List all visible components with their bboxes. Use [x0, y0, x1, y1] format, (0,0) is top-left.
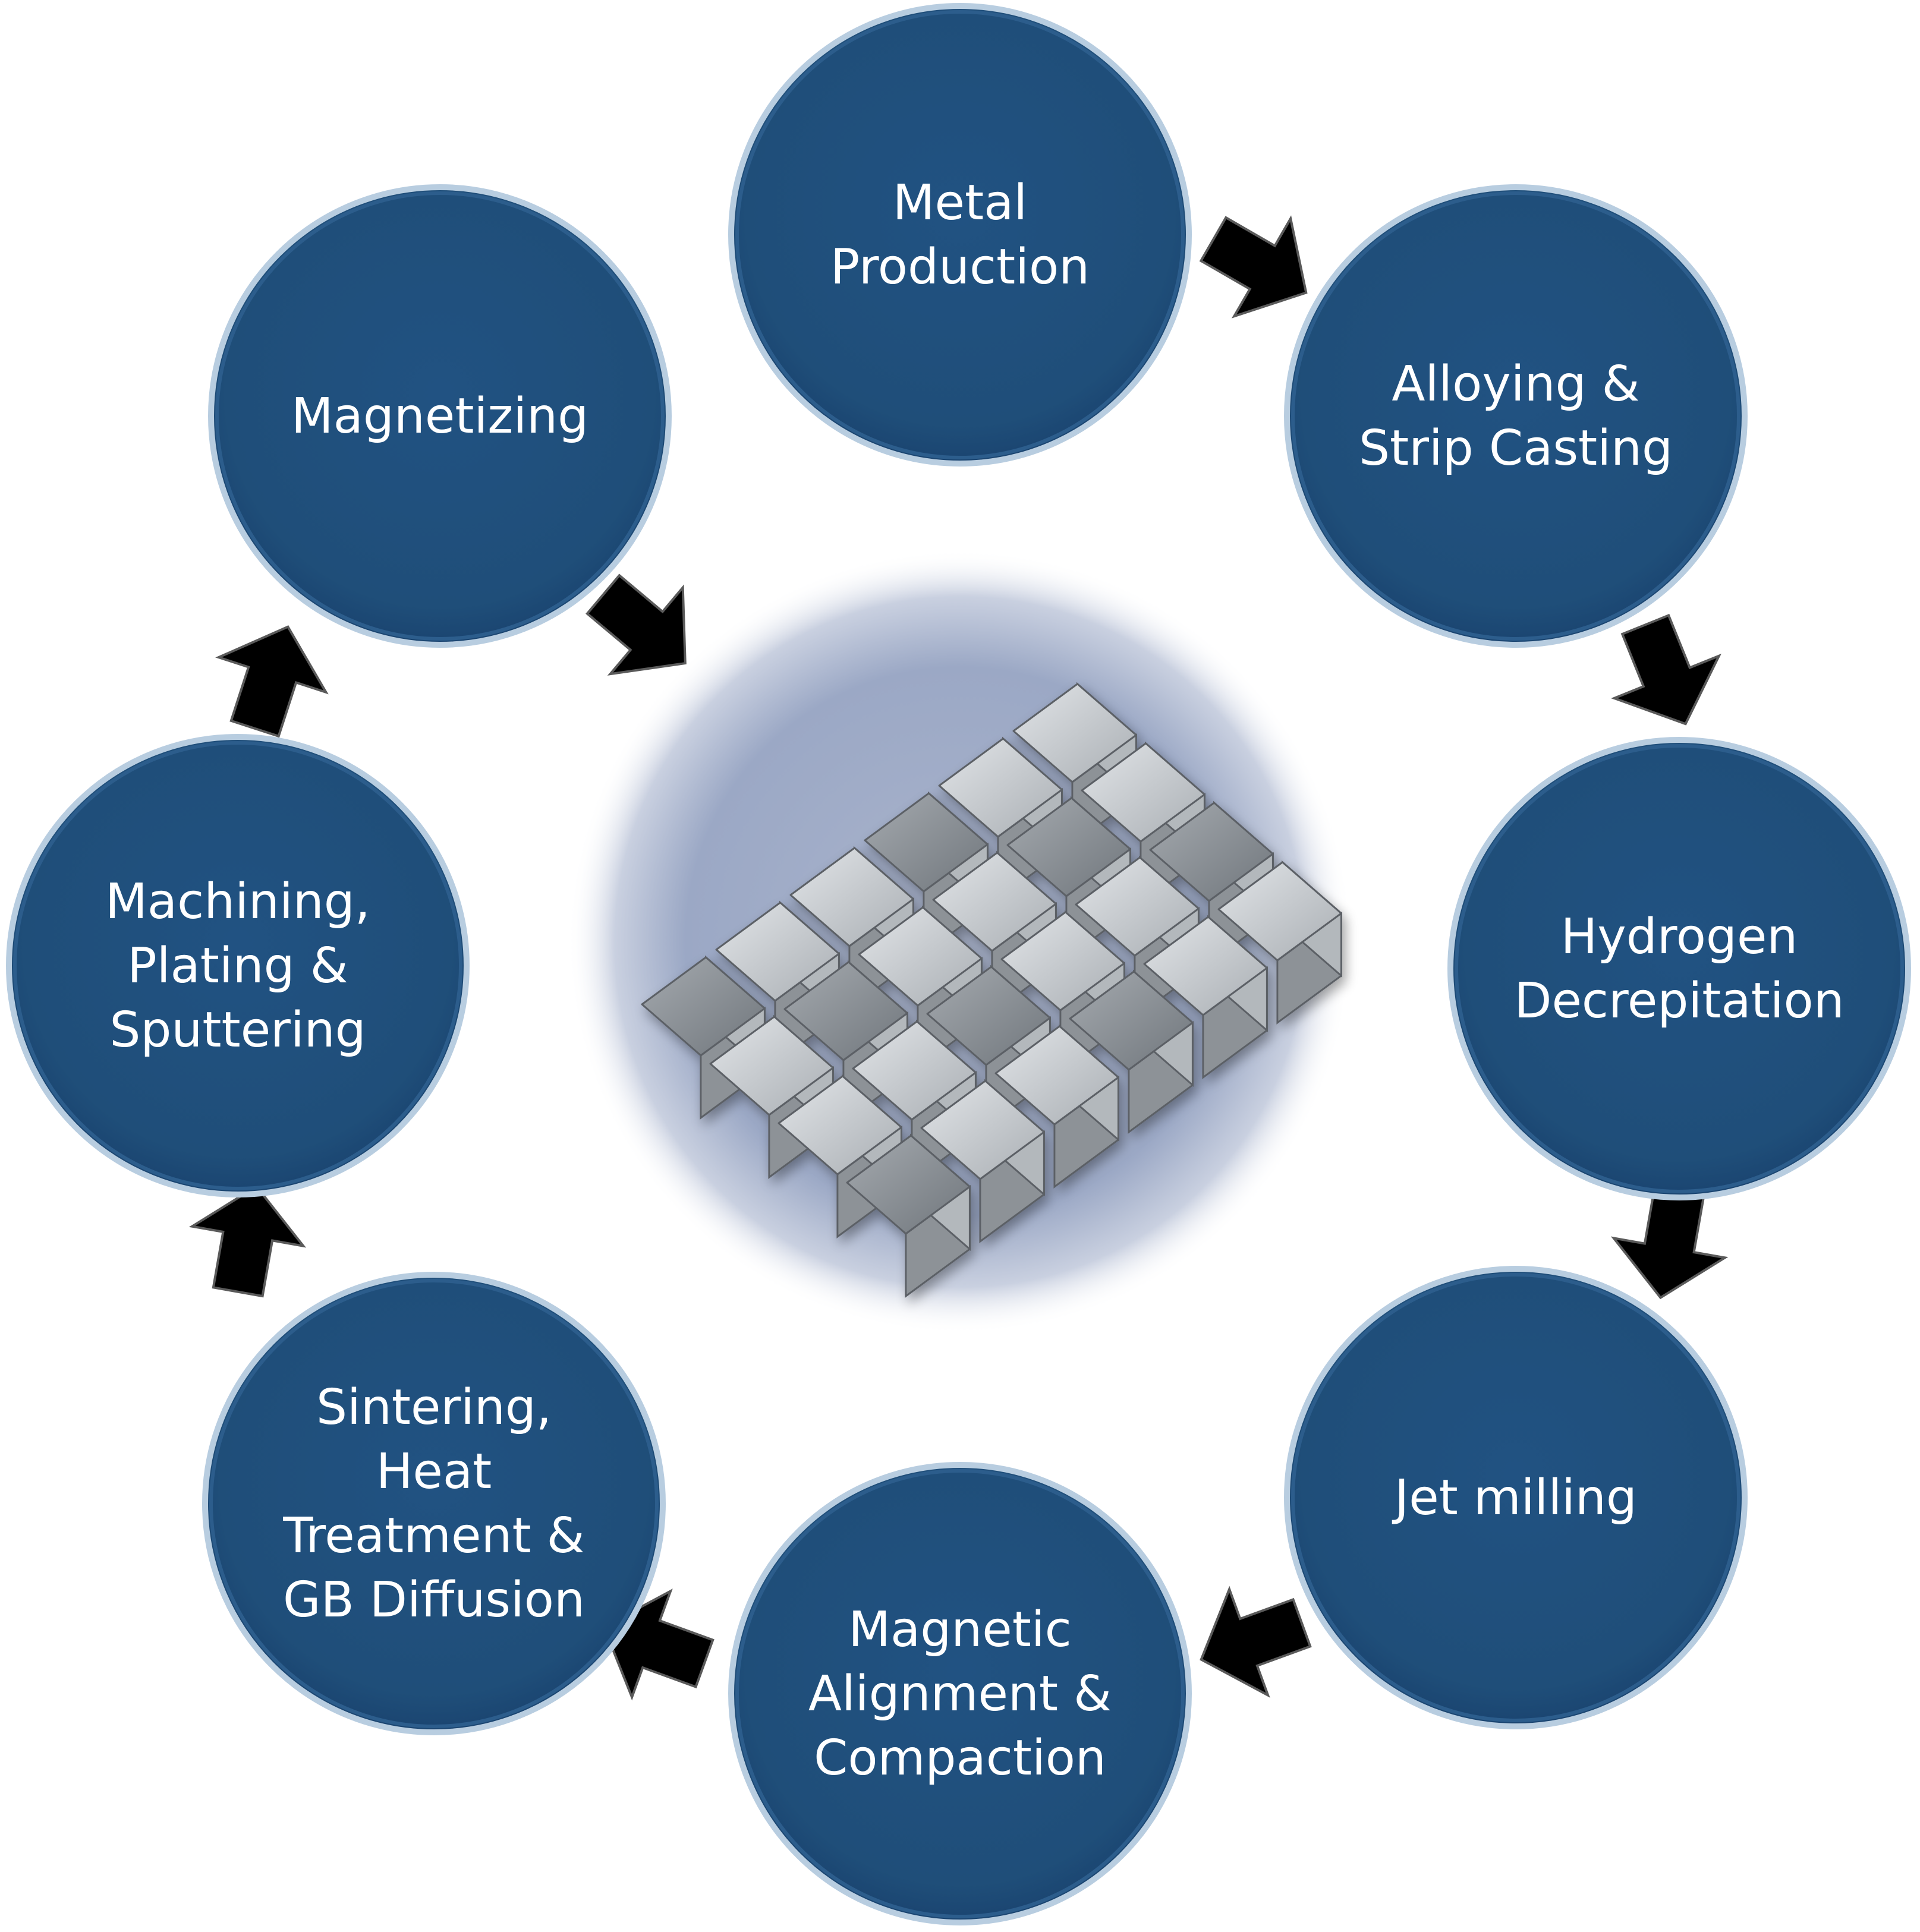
magnet-cube-top [864, 792, 989, 893]
stage-circle-rim [13, 741, 462, 1190]
cycle-arrows [188, 215, 1729, 1701]
stage-label: Jet milling [1392, 1470, 1637, 1526]
stage-label: Heat [376, 1444, 492, 1500]
stage-label: Production [830, 239, 1090, 295]
stage-jet-milling: Jet milling [1284, 1266, 1748, 1729]
stage-circle-rim [215, 191, 665, 641]
arrow-right-icon [215, 625, 329, 738]
arrow-right-icon [1611, 613, 1721, 726]
magnet-cube-top [778, 1075, 902, 1175]
stage-circle-rim [735, 10, 1185, 459]
stage-circle-rim [1455, 744, 1904, 1193]
stage-circle [1447, 737, 1911, 1200]
magnet-cube-top [920, 1080, 1045, 1180]
magnet-cube-top [789, 847, 914, 947]
magnet-cube-top [1000, 911, 1125, 1011]
stage-label: Metal [893, 175, 1027, 231]
stage-label: Plating & [127, 938, 348, 994]
arrow-right-icon [1200, 1586, 1312, 1698]
stage-circle-rim [209, 1279, 659, 1728]
magnet-cube-top [994, 1025, 1119, 1126]
stage-label: GB Diffusion [283, 1572, 585, 1628]
magnet-cube-top [1081, 742, 1205, 843]
stage-circle [728, 1462, 1192, 1925]
magnet-cube-top [1069, 970, 1194, 1071]
stage-label: Treatment & [282, 1508, 584, 1564]
stage-circle [728, 3, 1192, 467]
stage-circle [1284, 1266, 1748, 1729]
arrow-right-icon [1610, 1186, 1729, 1300]
stage-circle [202, 1272, 666, 1735]
stage-circle [6, 734, 470, 1197]
magnet-cube-top [846, 1134, 971, 1235]
magnet-cube-top [641, 956, 766, 1057]
magnet-cube-top [932, 852, 1057, 952]
stage-label: Magnetizing [291, 388, 588, 445]
stage-circle-rim [1291, 191, 1740, 641]
magnet-cubes-icon [641, 682, 1342, 1298]
stage-alloying-strip-casting: Alloying & Strip Casting [1284, 184, 1748, 648]
stage-label: Alloying & [1392, 356, 1639, 412]
stage-machining-plating-sputtering: Machining, Plating & Sputtering [6, 734, 470, 1197]
stage-label: Strip Casting [1359, 420, 1673, 477]
arrow-right-icon [1199, 215, 1308, 319]
stage-label: Machining, [105, 874, 370, 930]
magnet-cube-top [783, 961, 908, 1061]
magnet-cube-top [709, 1016, 834, 1116]
stage-label: Magnetic [848, 1602, 1072, 1658]
magnet-cube-top [1006, 797, 1131, 897]
stage-label: Compaction [814, 1730, 1106, 1786]
magnet-cube-top [858, 906, 983, 1007]
stage-circle [208, 184, 672, 648]
stage-circle-rim [1291, 1273, 1740, 1722]
magnet-cube-top [852, 1020, 977, 1121]
magnet-cube-top [1075, 856, 1200, 957]
stage-circle-rim [735, 1469, 1185, 1918]
magnet-cube-top [715, 902, 840, 1002]
stage-circle [1284, 184, 1748, 648]
magnet-cube-top [938, 737, 1063, 838]
magnet-photo [568, 550, 1352, 1334]
stage-magnetizing: Magnetizing [208, 184, 672, 648]
magnet-cube-top [1217, 861, 1342, 962]
stage-label: Hydrogen [1561, 909, 1798, 965]
magnet-cube-top [1143, 916, 1268, 1016]
stage-label: Sintering, [316, 1379, 552, 1436]
arrow-right-icon [586, 573, 687, 676]
stage-label: Alignment & [808, 1666, 1112, 1722]
stage-label: Sputtering [109, 1002, 366, 1058]
arrow-right-icon [188, 1184, 307, 1298]
magnet-cube-top [926, 966, 1051, 1066]
stage-label: Decrepitation [1514, 973, 1844, 1029]
magnet-cube-top [1149, 802, 1274, 902]
magnet-cube-top [1012, 683, 1137, 783]
